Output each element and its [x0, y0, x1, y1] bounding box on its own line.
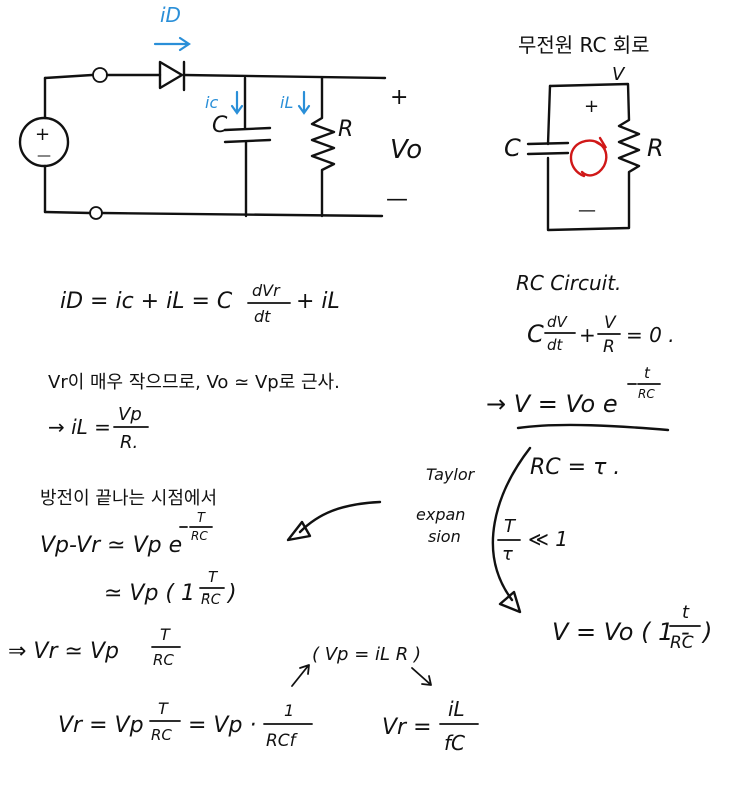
- eq6-frac-num: T: [158, 699, 169, 718]
- node-voltage-label: V: [612, 64, 626, 85]
- wire-bottom-right: [100, 211, 384, 218]
- output-voltage-label: Vo: [390, 135, 422, 165]
- eq1-lhs: iD = ic + iL = C: [60, 289, 233, 314]
- de-frac2-num: V: [604, 313, 617, 333]
- de-plus: +: [579, 323, 596, 347]
- rc-loop-wire: [546, 82, 641, 232]
- sub-arrow-left: [291, 664, 310, 687]
- rc-plus-sign: +: [584, 96, 599, 117]
- cap-label: C: [212, 113, 228, 138]
- eq4-lhs: ≃ Vp ( 1 -: [104, 581, 210, 606]
- cap-current-arrow: [230, 90, 244, 115]
- eq4-frac-num: T: [208, 568, 219, 586]
- de-rhs: = 0 .: [626, 323, 675, 347]
- terminal-bottom: [89, 206, 103, 220]
- cap-plate-top: [223, 126, 272, 132]
- solution-underline: [516, 423, 670, 432]
- source-minus-sign: —: [37, 148, 51, 164]
- eq3-exp-num: T: [197, 511, 206, 526]
- rc-minus-sign: —: [578, 200, 596, 221]
- eq5-lhs: ⇒ Vr ≃ Vp: [8, 639, 119, 664]
- rc-cap-plate-top: [526, 141, 570, 146]
- eq3-exp-den: RC: [191, 529, 208, 543]
- resistor-zigzag: [310, 76, 336, 218]
- taylor-arrow-left: [298, 500, 382, 534]
- rc-left-wire-top: [546, 84, 552, 146]
- approx-frac-num: t: [682, 602, 690, 623]
- taylor-label-line3: sion: [428, 527, 461, 546]
- eq7-frac-den: fC: [444, 731, 465, 755]
- de-lead: C: [527, 320, 544, 348]
- diode-current-label: iD: [160, 3, 181, 27]
- rc-cap-label: C: [504, 134, 521, 162]
- rc-circuit-title: 무전원 RC 회로: [518, 33, 650, 57]
- eq3-lhs: Vp-Vr ≃ Vp e: [40, 533, 182, 558]
- eq5-frac-num: T: [160, 625, 171, 644]
- de-frac1-den: dt: [547, 336, 564, 354]
- rc-circuit-heading: RC Circuit.: [516, 271, 621, 295]
- eq2-frac-num: Vp: [118, 404, 142, 425]
- output-plus: +: [390, 85, 408, 110]
- right-derivation: RC Circuit. C dV dt + V R = 0 . → V = Vo…: [486, 271, 712, 653]
- res-current-label: iL: [280, 93, 293, 112]
- eq2-prefix: → iL =: [48, 415, 111, 439]
- eq6-frac2-den: RCf: [266, 731, 299, 751]
- de-frac2-den: R: [603, 337, 615, 357]
- taylor-arrow-left-head: [286, 520, 312, 542]
- source-plus-sign: +: [35, 124, 50, 145]
- diode-current-arrow: [153, 36, 191, 52]
- eq7-frac-num: iL: [448, 697, 465, 721]
- discharge-end-note: 방전이 끝나는 시점에서: [40, 488, 217, 509]
- cap-plate-bottom: [223, 138, 272, 144]
- substitution-note: ( Vp = iL R ): [312, 644, 421, 665]
- wire-top-right: [182, 73, 387, 80]
- eq7-lhs: Vr =: [382, 715, 432, 740]
- taylor-label-line1: Taylor: [426, 465, 476, 484]
- diode: [158, 60, 186, 92]
- rc-res-label: R: [647, 134, 664, 162]
- cond-rhs: ≪ 1: [528, 527, 568, 551]
- eq6-lhs: Vr = Vp: [58, 713, 144, 738]
- circulating-current-arrowhead: [594, 136, 608, 150]
- eq1-frac-den: dt: [254, 307, 271, 326]
- source-free-rc-circuit: 무전원 RC 회로 V C R + —: [504, 33, 664, 232]
- res-label: R: [338, 117, 353, 142]
- time-constant: RC = τ .: [530, 455, 620, 480]
- solution-exp-num: t: [644, 364, 651, 382]
- eq1-frac-num: dVr: [252, 281, 281, 300]
- taylor-arrow-down: [491, 446, 532, 602]
- eq4-rhs: ): [226, 581, 237, 606]
- taylor-expansion-annotations: Taylor expan sion: [286, 446, 532, 614]
- terminal-top: [92, 67, 108, 83]
- eq6-frac2-num: 1: [284, 701, 294, 720]
- solution-exp-den: RC: [638, 387, 655, 401]
- sub-arrow-right: [411, 667, 432, 686]
- eq6-frac-den: RC: [151, 726, 172, 744]
- wire-bottom-left: [43, 210, 92, 215]
- eq2-frac-den: R.: [120, 432, 138, 453]
- approx-note: Vr이 매우 작으므로, Vo ≃ Vp로 근사.: [48, 372, 340, 393]
- eq4-frac-den: RC: [201, 592, 221, 608]
- output-minus: —: [386, 187, 408, 212]
- eq5-frac-den: RC: [153, 651, 174, 669]
- eq6-mid: = Vp ·: [188, 713, 256, 738]
- wire-top-left: [43, 73, 94, 80]
- cap-current-label: ic: [205, 93, 218, 112]
- approx-rhs: ): [701, 618, 712, 646]
- cond-frac-num: T: [504, 516, 517, 537]
- rectifier-circuit: + — C R + Vo — iD ic iL: [18, 3, 422, 220]
- approx-frac-den: RC: [670, 633, 694, 653]
- taylor-label-line2: expan: [416, 505, 465, 524]
- approx-lhs: V = Vo ( 1 -: [552, 618, 690, 646]
- de-frac1-num: dV: [547, 313, 569, 331]
- voltage-source-icon: + —: [18, 116, 70, 168]
- eq1-rhs: + iL: [296, 289, 340, 314]
- rc-cap-plate-bottom: [526, 151, 570, 156]
- res-current-arrow: [297, 90, 311, 115]
- cond-frac-den: τ: [502, 544, 513, 565]
- taylor-arrow-down-head: [498, 590, 522, 614]
- left-derivation: iD = ic + iL = C dVr dt + iL Vr이 매우 작으므로…: [8, 281, 479, 755]
- solution-lhs: → V = Vo e: [486, 390, 618, 418]
